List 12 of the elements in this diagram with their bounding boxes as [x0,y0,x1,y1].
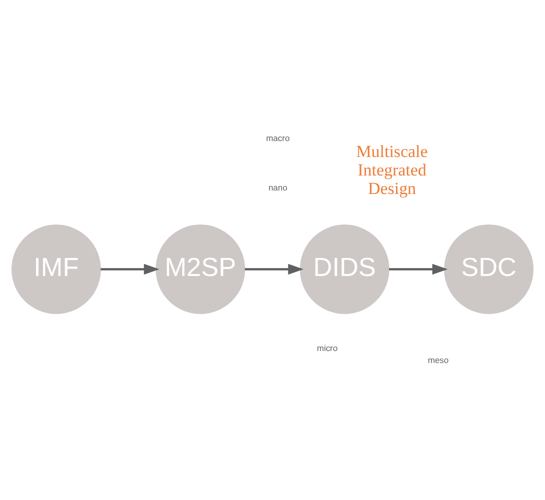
label: nano [268,182,288,192]
label: macro [266,133,290,144]
arrow [100,264,160,275]
label: Multiscale Integrated Design [356,142,428,198]
label: meso [428,355,449,366]
node-circle: DIDS [300,224,390,314]
node-circle: M2SP [156,224,246,314]
node-circle: SDC [444,224,534,314]
arrow [244,264,304,275]
label: micro [316,342,338,353]
node-circle: IMF [12,224,101,314]
arrow [389,264,448,275]
